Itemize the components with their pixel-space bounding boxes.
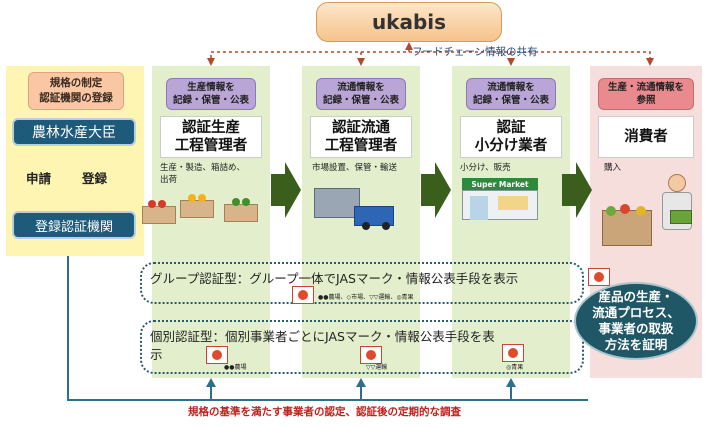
info-line2: 記録・保管・公表 <box>322 95 399 106</box>
jas-mark-icon <box>502 344 524 362</box>
ministry-box: 農林水産大臣 <box>12 118 136 146</box>
retailer-activity: 小分け、販売 <box>460 163 511 173</box>
role-line2: 小分け業者 <box>474 138 548 154</box>
retailer-info-box: 流通情報を 記録・保管・公表 <box>466 78 556 110</box>
proof-ellipse: 産品の生産・ 流通プロセス、 事業者の取扱 方法を証明 <box>574 282 698 360</box>
producer-info-box: 生産情報を 記録・保管・公表 <box>166 78 256 110</box>
system-name: ukabis <box>371 10 447 34</box>
ukabis-system-box: ukabis <box>316 2 502 42</box>
regulator-title-line2: 認証機関の登録 <box>39 92 113 104</box>
info-line2: 記録・保管・公表 <box>172 95 249 106</box>
jas-mark-icon <box>292 286 314 304</box>
supermarket-illustration: Super Market <box>458 178 556 234</box>
activity-line2: 出荷 <box>160 175 178 185</box>
flow-arrow-3 <box>562 162 592 218</box>
regulator-title-line1: 規格の制定 <box>49 77 103 89</box>
group-certification-band <box>140 262 584 304</box>
proof-line2: 流通プロセス、 <box>592 305 680 320</box>
info-line1: 流通情報を <box>337 82 385 93</box>
individual-certification-text-line2: 示 <box>150 347 163 362</box>
individual-mark-2: ▽▽運輸 <box>366 364 388 371</box>
role-line2: 工程管理者 <box>324 138 398 154</box>
role-line1: 認証生産 <box>182 120 240 136</box>
group-certification-text: グループ認証型：グループ一体でJASマーク・情報公表手段を表示 <box>150 271 519 286</box>
flow-arrow-1 <box>271 162 301 218</box>
jas-mark-icon <box>588 268 610 286</box>
register-label: 登録 <box>82 171 108 186</box>
supermarket-sign: Super Market <box>462 178 538 190</box>
role-line1: 消費者 <box>624 129 668 145</box>
distributor-activity: 市場設置、保管・輸送 <box>312 163 398 173</box>
producer-role-box: 認証生産 工程管理者 <box>160 116 262 158</box>
role-line2: 工程管理者 <box>174 138 248 154</box>
info-line1: 生産情報を <box>187 82 235 93</box>
proof-line3: 事業者の取扱 <box>598 321 674 336</box>
individual-certification-text-line1: 個別認証型：個別事業者ごとにJASマーク・情報公表手段を表 <box>150 329 495 344</box>
jas-mark-icon <box>206 346 228 364</box>
food-chain-share-label: フードチェーン情報の共有 <box>412 46 538 58</box>
produce-crates-illustration <box>140 186 272 232</box>
distributor-role-box: 認証流通 工程管理者 <box>310 116 412 158</box>
info-line2: 記録・保管・公表 <box>472 95 549 106</box>
apply-label: 申請 <box>26 171 52 186</box>
individual-certification-band <box>140 320 584 374</box>
consumer-activity: 購入 <box>604 163 622 173</box>
group-mark-caption: ●●農場、◇市場、▽▽運輸、◎青果 <box>318 294 414 301</box>
producer-activity: 生産・製造、箱詰め、 出荷 <box>160 162 245 186</box>
proof-line1: 産品の生産・ <box>598 289 674 304</box>
certification-audit-note: 規格の基準を満たす事業者の認定、認証後の定期的な調査 <box>188 406 461 418</box>
role-line1: 認証 <box>496 120 526 136</box>
distributor-info-box: 流通情報を 記録・保管・公表 <box>316 78 406 110</box>
regulator-title: 規格の制定 認証機関の登録 <box>28 72 124 110</box>
info-line1: 流通情報を <box>487 82 535 93</box>
flow-arrow-2 <box>421 162 451 218</box>
shopper-illustration <box>596 170 700 254</box>
info-line1: 生産・流通情報を <box>607 82 684 93</box>
consumer-role-box: 消費者 <box>598 116 694 158</box>
retailer-role-box: 認証 小分け業者 <box>460 116 562 158</box>
activity-line1: 生産・製造、箱詰め、 <box>160 163 246 173</box>
warehouse-truck-illustration <box>310 182 400 236</box>
jas-mark-icon <box>360 346 382 364</box>
individual-mark-3: ◎青果 <box>506 364 524 371</box>
consumer-info-box: 生産・流通情報を 参照 <box>598 78 694 110</box>
info-line2: 参照 <box>636 95 656 106</box>
proof-line4: 方法を証明 <box>604 337 668 352</box>
individual-mark-1: ●●農場 <box>224 364 247 371</box>
role-line1: 認証流通 <box>332 120 390 136</box>
registered-certifier-box: 登録認証機関 <box>12 211 136 239</box>
